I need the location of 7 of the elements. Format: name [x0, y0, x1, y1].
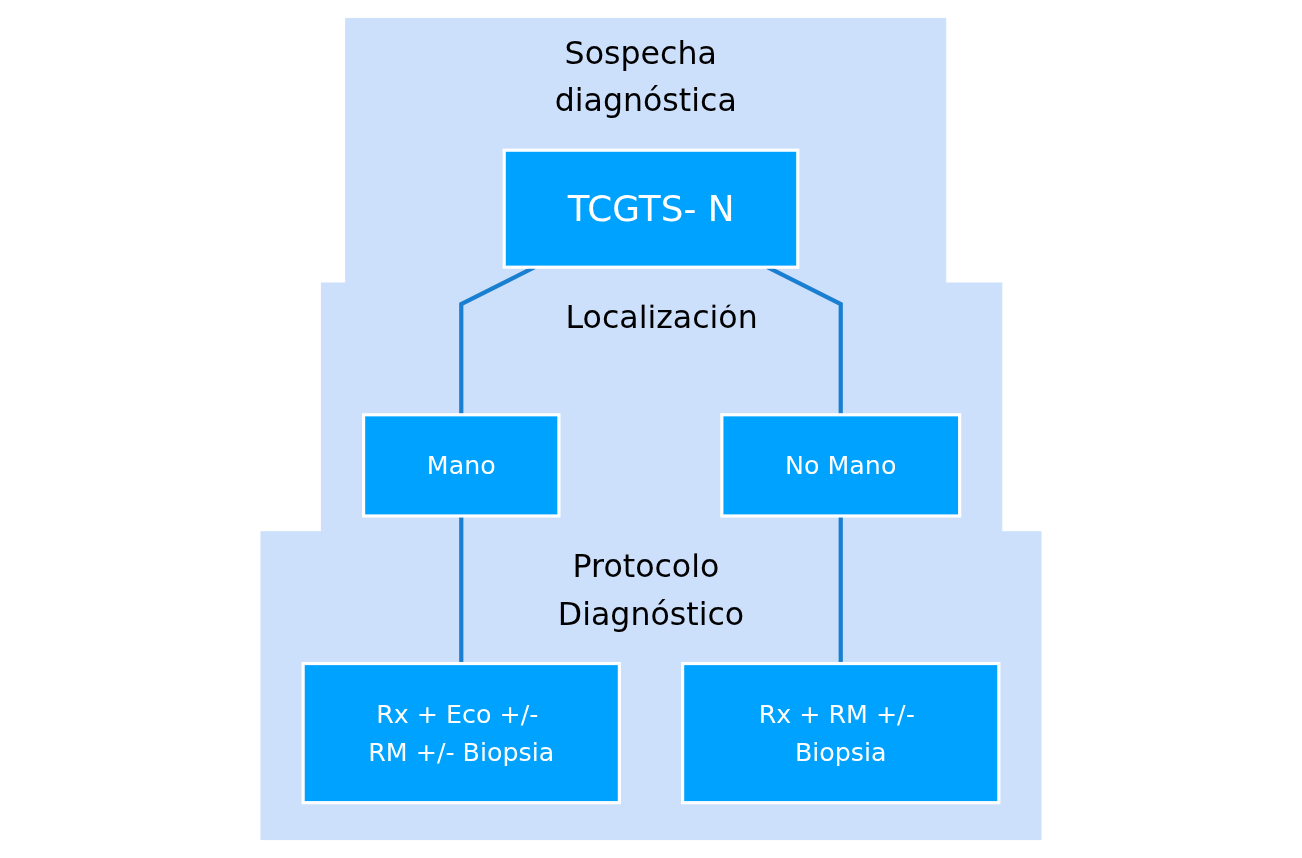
node-box: TCGTS- N: [502, 148, 800, 269]
node-box: No Mano: [720, 413, 962, 518]
node-box: Rx + Eco +/- RM +/- Biopsia: [301, 661, 621, 805]
node-box: Rx + RM +/- Biopsia: [681, 661, 1001, 805]
connector: [838, 515, 843, 664]
connector: [459, 515, 464, 664]
node-box: Mano: [362, 413, 561, 518]
